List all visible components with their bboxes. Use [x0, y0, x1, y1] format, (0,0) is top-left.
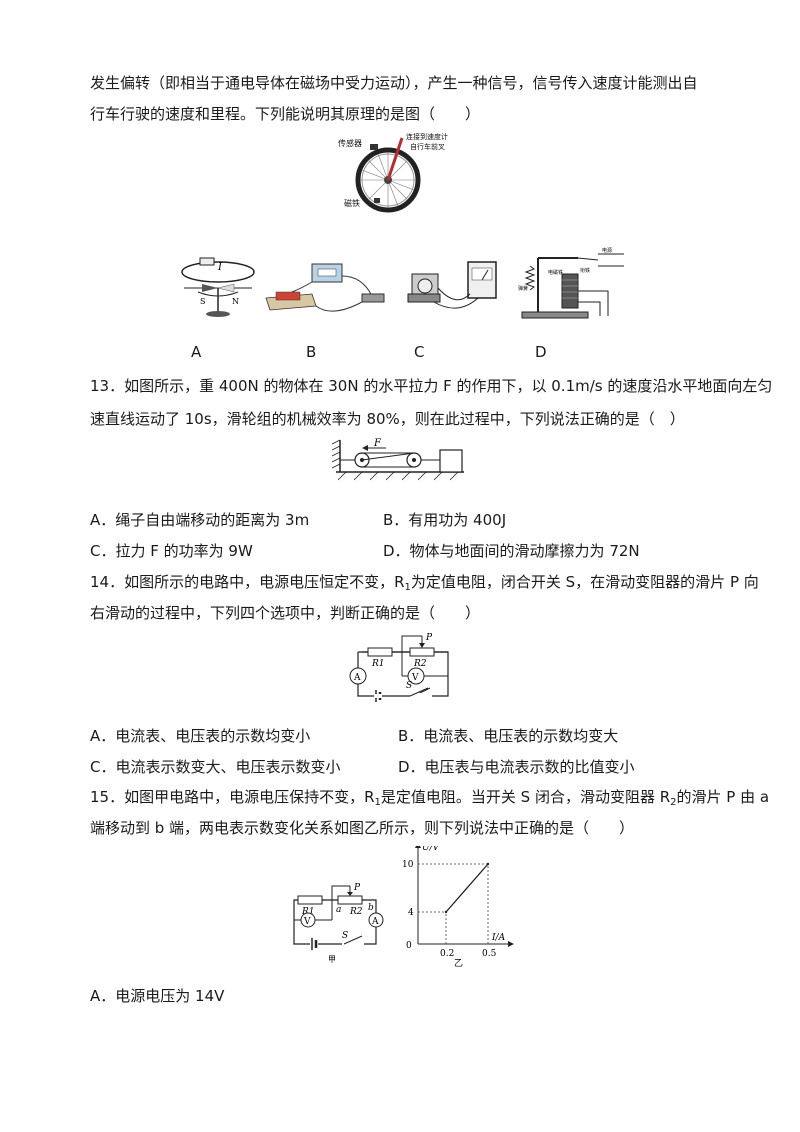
q15-voltmeter-label: V — [303, 917, 311, 927]
q15-switch-label: S — [342, 931, 348, 941]
q15-ui-graph: 0 0.2 0.5 4 10 U/V I/A 乙 — [402, 846, 514, 969]
pulley-system-figure: F — [331, 438, 464, 481]
q12-stem-line-1: 发生偏转（即相当于通电导体在磁场中受力运动），产生一种信号，信号传入速度计能测出… — [90, 74, 698, 92]
q14-stem-line-1: 14．如图所示的电路中，电源电压恒定不变，R1为定值电阻，闭合开关 S，在滑动变… — [90, 573, 759, 593]
q12-option-c-letter: C — [414, 343, 425, 361]
q15-circuit-figure: P R1 R2 a b V A S 甲 — [293, 883, 384, 964]
relay-label-1: 衔铁 — [580, 267, 590, 274]
slider-p-label: P — [425, 633, 433, 643]
x-axis-label: I/A — [491, 933, 506, 943]
voltmeter-label: V — [411, 673, 419, 683]
r2-label: R2 — [413, 659, 427, 669]
q14-option-d: D．电压表与电流表示数的比值变小 — [398, 758, 635, 776]
series-point-0-0 — [444, 910, 448, 914]
relay-label-0: 电源 — [602, 247, 612, 254]
q15-ammeter-label: A — [371, 917, 379, 927]
q12-stem-line-2: 行车行驶的速度和里程。下列能说明其原理的是图（ ） — [90, 105, 481, 123]
q12-option-a-letter: A — [191, 343, 202, 361]
relay-label-2: 弹簧 — [518, 285, 528, 292]
q12-option-d-letter: D — [535, 343, 547, 361]
series-line-0 — [445, 863, 489, 913]
end-a-label: a — [336, 905, 341, 915]
y-axis-arrow — [415, 846, 421, 848]
q13-option-a: A．绳子自由端移动的距离为 3m — [90, 511, 310, 529]
q12-option-b-letter: B — [306, 343, 317, 361]
bicycle-wheel-figure: 传感器 连接到速度计 自行车前叉 磁铁 — [338, 132, 448, 213]
option-b-figure — [265, 263, 385, 312]
q13-option-d: D．物体与地面间的滑动摩擦力为 72N — [383, 542, 640, 560]
q15-stem-line-2: 端移动到 b 端，两电表示数变化关系如图乙所示，则下列说法中正确的是（ ） — [90, 819, 635, 837]
x-axis-arrow — [508, 941, 514, 947]
r1-label: R1 — [371, 659, 385, 669]
sensor-label: 传感器 — [338, 138, 362, 148]
y-axis-label: U/V — [422, 846, 441, 853]
relay-label-3: 电磁铁 — [548, 269, 563, 276]
q14-circuit-figure: P R1 R2 A V S — [349, 633, 449, 702]
q13-stem-line-2: 速直线运动了 10s，滑轮组的机械效率为 80%，则在此过程中，下列说法正确的是… — [90, 410, 685, 428]
connect-label-2: 自行车前叉 — [410, 142, 445, 151]
q14-option-a: A．电流表、电压表的示数均变小 — [90, 727, 311, 745]
x-tick-2: 0.5 — [482, 949, 497, 959]
figure-yi-label: 乙 — [454, 958, 463, 969]
ammeter-label: A — [353, 673, 361, 683]
q15-r1-label: R1 — [301, 907, 315, 917]
q15-stem-line-1: 15．如图甲电路中，电源电压保持不变，R1是定值电阻。当开关 S 闭合，滑动变阻… — [90, 788, 770, 808]
q14-option-c: C．电流表示数变大、电压表示数变小 — [90, 758, 341, 776]
x-tick-0: 0 — [406, 941, 412, 951]
force-label: F — [373, 438, 382, 449]
n-pole-label: N — [232, 297, 239, 306]
figure-jia-label: 甲 — [328, 955, 336, 964]
series-point-0-1 — [486, 862, 490, 866]
option-a-figure: I S N — [181, 257, 255, 317]
q15-option-a: A．电源电压为 14V — [90, 987, 225, 1005]
magnet-label: 磁铁 — [344, 198, 360, 208]
q13-option-c: C．拉力 F 的功率为 9W — [90, 542, 253, 560]
switch-label: S — [406, 681, 412, 691]
connect-label-1: 连接到速度计 — [406, 132, 448, 141]
current-label: I — [217, 262, 223, 273]
end-b-label: b — [368, 903, 374, 913]
q15-r2-label: R2 — [349, 907, 363, 917]
y-tick-0: 4 — [408, 908, 414, 918]
option-c-figure — [407, 261, 497, 309]
s-pole-label: S — [200, 297, 205, 306]
option-d-figure: 电源 衔铁 弹簧 电磁铁 — [518, 247, 624, 319]
y-tick-1: 10 — [402, 860, 414, 870]
q14-option-b: B．电流表、电压表的示数均变大 — [398, 727, 619, 745]
q14-stem-line-2: 右滑动的过程中，下列四个选项中，判断正确的是（ ） — [90, 604, 481, 622]
q15-slider-p-label: P — [353, 883, 361, 893]
x-tick-1: 0.2 — [440, 949, 454, 959]
q13-option-b: B．有用功为 400J — [383, 511, 507, 529]
q13-stem-line-1: 13．如图所示，重 400N 的物体在 30N 的水平拉力 F 的作用下，以 0… — [90, 377, 773, 395]
